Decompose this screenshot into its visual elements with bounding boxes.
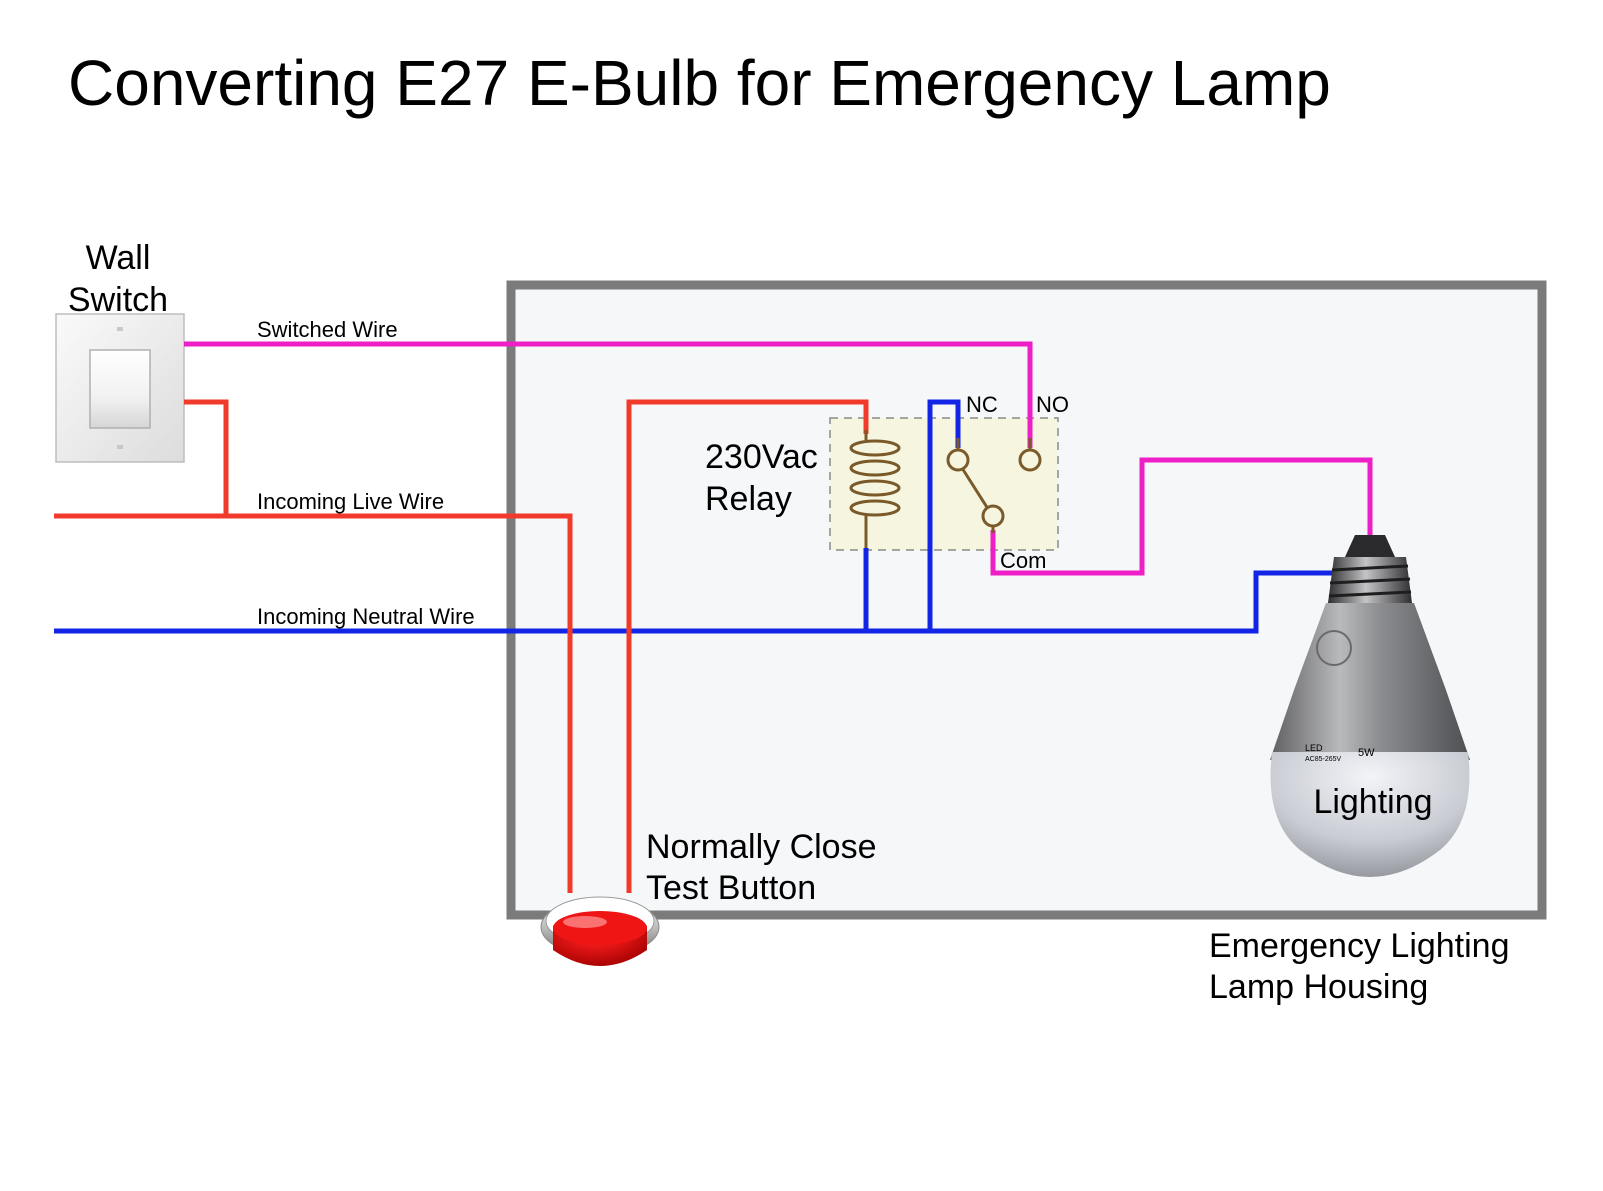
screw-icon	[117, 445, 123, 449]
housing-label: Emergency Lighting	[1209, 927, 1510, 965]
housing-label: Lamp Housing	[1209, 968, 1428, 1006]
page-title: Converting E27 E-Bulb for Emergency Lamp	[68, 47, 1331, 119]
test-button-label: Test Button	[646, 869, 816, 907]
relay-label: Relay	[705, 480, 792, 518]
switched-wire-label: Switched Wire	[257, 317, 398, 342]
bulb-print: LED	[1305, 743, 1323, 753]
wall-switch[interactable]	[55, 313, 185, 463]
e27-bulb: LED AC85-265V 5W	[1270, 535, 1470, 877]
brand-logo-icon	[1316, 630, 1352, 666]
bulb-body	[1270, 603, 1470, 760]
test-button[interactable]	[540, 896, 660, 966]
screw-thread-icon	[1328, 564, 1412, 598]
switch-rocker[interactable]	[89, 349, 151, 429]
wall-switch-label: Wall	[86, 239, 151, 277]
bulb-label: Lighting	[1313, 783, 1432, 821]
switched-wire	[184, 341, 1373, 576]
bulb-print: 5W	[1358, 747, 1375, 759]
relay-contact-icon	[946, 438, 1042, 533]
wall-switch-label: Switch	[68, 281, 168, 319]
relay-com-label: Com	[1000, 548, 1046, 573]
test-button-label: Normally Close	[646, 828, 877, 866]
relay-no-label: NO	[1036, 392, 1069, 417]
relay-label: 230Vac	[705, 438, 818, 476]
neutral-wire-label: Incoming Neutral Wire	[257, 604, 475, 629]
relay-coil-icon	[849, 430, 901, 548]
neutral-wire	[54, 399, 1370, 634]
bulb-print: AC85-265V	[1305, 756, 1342, 763]
relay-nc-label: NC	[966, 392, 998, 417]
live-wire-label: Incoming Live Wire	[257, 489, 444, 514]
relay-box	[829, 417, 1059, 551]
bulb-dome	[1270, 752, 1470, 877]
bulb-contact-tip	[1345, 535, 1395, 557]
screw-icon	[117, 327, 123, 331]
live-wire	[54, 399, 869, 893]
